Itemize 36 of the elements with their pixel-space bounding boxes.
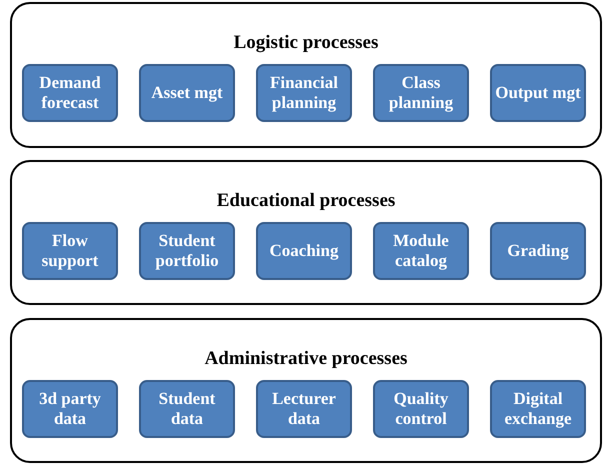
process-label: Asset mgt [151, 83, 223, 103]
process-box [490, 380, 586, 438]
process-box [22, 380, 118, 438]
process-label: Quality control [392, 389, 450, 429]
process-box [139, 380, 235, 438]
process-box [490, 222, 586, 280]
process-box [256, 380, 352, 438]
process-label: Flow support [40, 231, 100, 271]
group-heading: Administrative processes [204, 348, 408, 370]
process-label: Financial planning [268, 73, 339, 113]
process-label: Student data [158, 389, 216, 429]
process-group-panel [10, 160, 602, 305]
process-box [22, 222, 118, 280]
process-label: Grading [507, 241, 569, 261]
process-box [490, 64, 586, 122]
process-label: Coaching [270, 241, 338, 261]
process-label: Output mgt [495, 83, 581, 103]
process-label: Module catalog [392, 231, 450, 271]
process-box [373, 380, 469, 438]
process-label: Digital exchange [503, 389, 573, 429]
process-label: 3d party data [38, 389, 102, 429]
process-label: Student portfolio [154, 231, 220, 271]
process-label: Demand forecast [38, 73, 102, 113]
process-box [373, 222, 469, 280]
group-heading: Logistic processes [234, 32, 378, 54]
process-box [22, 64, 118, 122]
process-label: Lecturer data [271, 389, 337, 429]
process-label: Class planning [388, 73, 454, 113]
process-box [373, 64, 469, 122]
process-box [256, 64, 352, 122]
process-box [139, 64, 235, 122]
process-group-panel [10, 318, 602, 463]
process-box [139, 222, 235, 280]
process-group-panel [10, 2, 602, 148]
process-box [256, 222, 352, 280]
group-heading: Educational processes [216, 190, 396, 212]
